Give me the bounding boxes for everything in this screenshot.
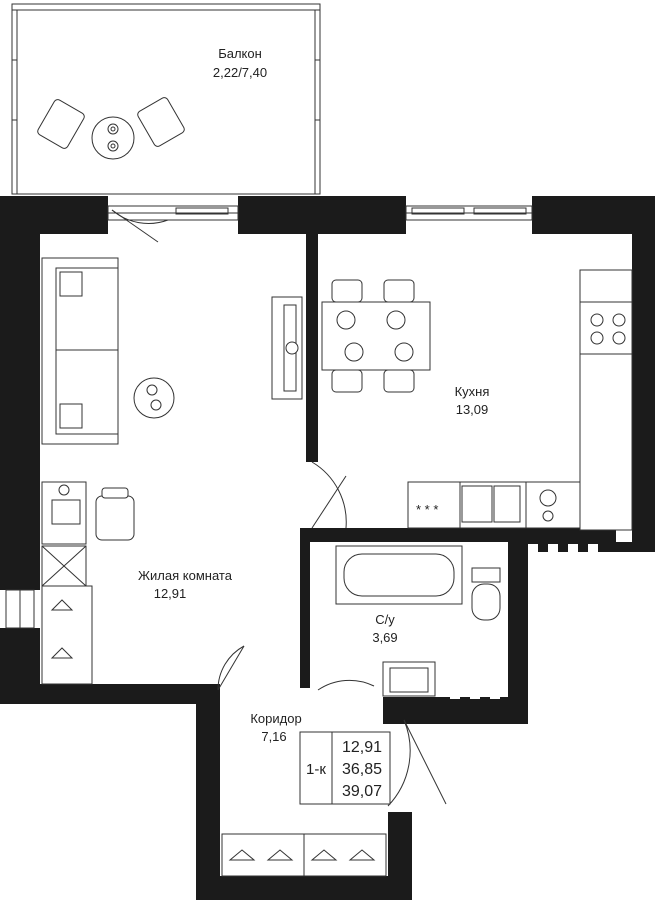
kitchen-name: Кухня: [455, 384, 490, 399]
bathroom-sink: [382, 661, 436, 697]
total-area-value: 36,85: [342, 761, 382, 778]
wardrobe-living: [41, 545, 93, 685]
sofa: [41, 257, 119, 445]
total-with-balcony-value: 39,07: [342, 783, 382, 800]
door-bathroom: [317, 679, 375, 691]
dining-table: [321, 279, 431, 393]
tv: [271, 296, 303, 400]
apartment-type: 1-к: [306, 761, 326, 778]
bathtub: [335, 545, 463, 605]
entrance-door: [387, 719, 447, 807]
stove: [579, 269, 633, 531]
desk: [41, 481, 135, 545]
corridor-door-to-living: [217, 645, 245, 691]
balcony-chair-right: [137, 97, 185, 147]
vent-bath: [450, 689, 500, 699]
corridor-area: 7,16: [261, 729, 286, 744]
area-summary: 1-к 12,91 36,85 39,07: [299, 731, 391, 805]
vent-kitchen: [528, 544, 598, 554]
living-area: 12,91: [154, 586, 187, 601]
balcony-area: 2,22/7,40: [213, 65, 267, 80]
balcony-chair-left: [37, 99, 85, 149]
svg-text:* * *: * * *: [416, 502, 438, 517]
bathroom-area: 3,69: [372, 630, 397, 645]
door-living: [311, 461, 347, 529]
living-name: Жилая комната: [138, 568, 233, 583]
balcony-door: [111, 209, 169, 243]
window-kitchen: [405, 196, 533, 234]
corridor-name: Коридор: [250, 711, 301, 726]
wardrobe-corridor: [221, 833, 387, 877]
balcony-table: [91, 116, 135, 160]
kitchen-area: 13,09: [456, 402, 489, 417]
balcony-name: Балкон: [218, 46, 262, 61]
window-living: [107, 196, 239, 234]
bathroom-name: С/у: [375, 612, 395, 627]
walls: [0, 196, 655, 900]
balcony: [11, 3, 321, 195]
living-area-value: 12,91: [342, 739, 382, 756]
toilet: [471, 567, 501, 621]
coffee-table: [133, 377, 175, 419]
window-left: [0, 589, 40, 629]
kitchen-counter: * * *: [407, 481, 581, 529]
